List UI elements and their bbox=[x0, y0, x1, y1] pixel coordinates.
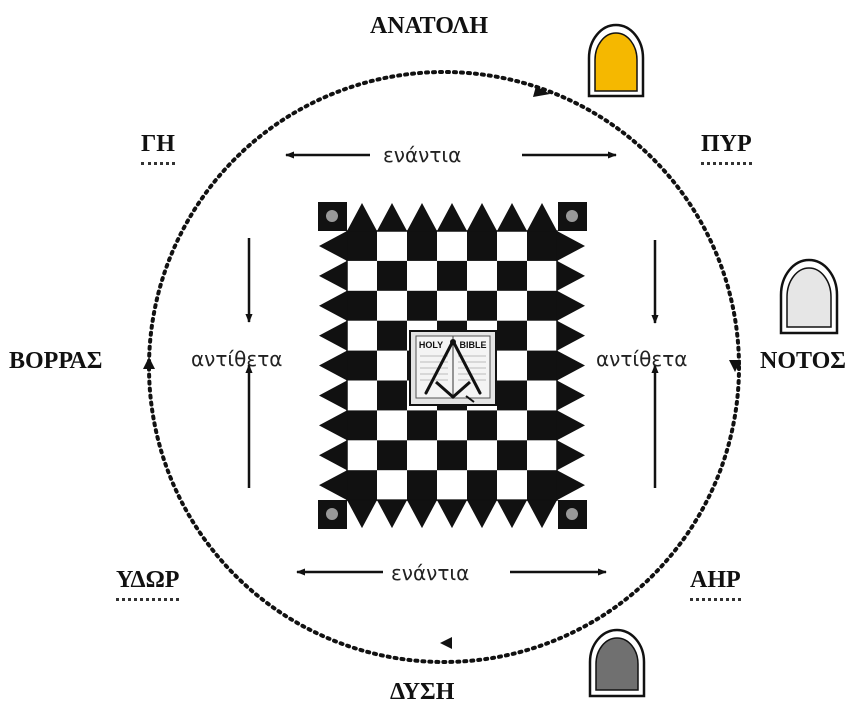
pavement-square bbox=[527, 231, 557, 261]
pavement-square bbox=[497, 261, 527, 291]
pavement-square bbox=[497, 321, 527, 351]
pavement-square bbox=[437, 440, 467, 470]
direction-west-label: ΔΥΣΗ bbox=[390, 680, 454, 704]
pavement-square bbox=[347, 291, 377, 321]
board-corner-tr bbox=[558, 202, 587, 231]
square-and-compass-on-bible-icon: HOLY BIBLE bbox=[410, 331, 496, 405]
pavement-square bbox=[347, 351, 377, 381]
pavement-square bbox=[377, 261, 407, 291]
pavement-square bbox=[527, 410, 557, 440]
element-air-label: ΑΗΡ bbox=[690, 568, 741, 601]
element-earth-label: ΓΗ bbox=[141, 132, 175, 165]
direction-north-label: ΒΟΡΡΑΣ bbox=[9, 349, 103, 373]
relation-top-label: ενάντια bbox=[383, 145, 461, 165]
element-fire-label: ΠΥΡ bbox=[701, 132, 752, 165]
pavement-square bbox=[377, 381, 407, 411]
circle-arrow-north bbox=[143, 357, 155, 369]
pavement-square bbox=[347, 470, 377, 500]
pavement-square bbox=[437, 261, 467, 291]
pavement-square bbox=[407, 410, 437, 440]
checkered-pavement: HOLY BIBLE bbox=[318, 202, 587, 530]
direction-east-label: ΑΝΑΤΟΛΗ bbox=[370, 14, 488, 38]
pavement-square bbox=[377, 440, 407, 470]
pavement-square bbox=[527, 351, 557, 381]
board-corner-tl bbox=[318, 202, 347, 231]
pavement-square bbox=[467, 291, 497, 321]
circle-arrow-west bbox=[440, 637, 452, 649]
pavement-square bbox=[467, 410, 497, 440]
pavement-square bbox=[527, 291, 557, 321]
pavement-square bbox=[497, 440, 527, 470]
board-corner-bl bbox=[318, 500, 347, 529]
element-water-label: ΥΔΩΡ bbox=[116, 568, 179, 601]
bible-right-page-text: BIBLE bbox=[460, 340, 487, 350]
south-door-icon bbox=[781, 260, 837, 333]
pavement-square bbox=[467, 470, 497, 500]
pavement-square bbox=[407, 231, 437, 261]
pavement-square bbox=[467, 231, 497, 261]
pavement-square bbox=[377, 321, 407, 351]
relation-bottom-label: ενάντια bbox=[391, 563, 469, 583]
bible-left-page-text: HOLY bbox=[419, 340, 443, 350]
west-door-icon bbox=[590, 630, 644, 696]
pavement-square bbox=[347, 410, 377, 440]
pavement-square bbox=[407, 470, 437, 500]
pavement-square bbox=[407, 291, 437, 321]
pavement-square bbox=[347, 231, 377, 261]
pavement-square bbox=[527, 470, 557, 500]
relation-left-label: αντίθετα bbox=[191, 349, 282, 369]
direction-south-label: ΝΟΤΟΣ bbox=[760, 349, 846, 373]
east-door-icon bbox=[589, 25, 643, 96]
relation-right-label: αντίθετα bbox=[596, 349, 687, 369]
pavement-square bbox=[497, 381, 527, 411]
board-corner-br bbox=[558, 500, 587, 529]
